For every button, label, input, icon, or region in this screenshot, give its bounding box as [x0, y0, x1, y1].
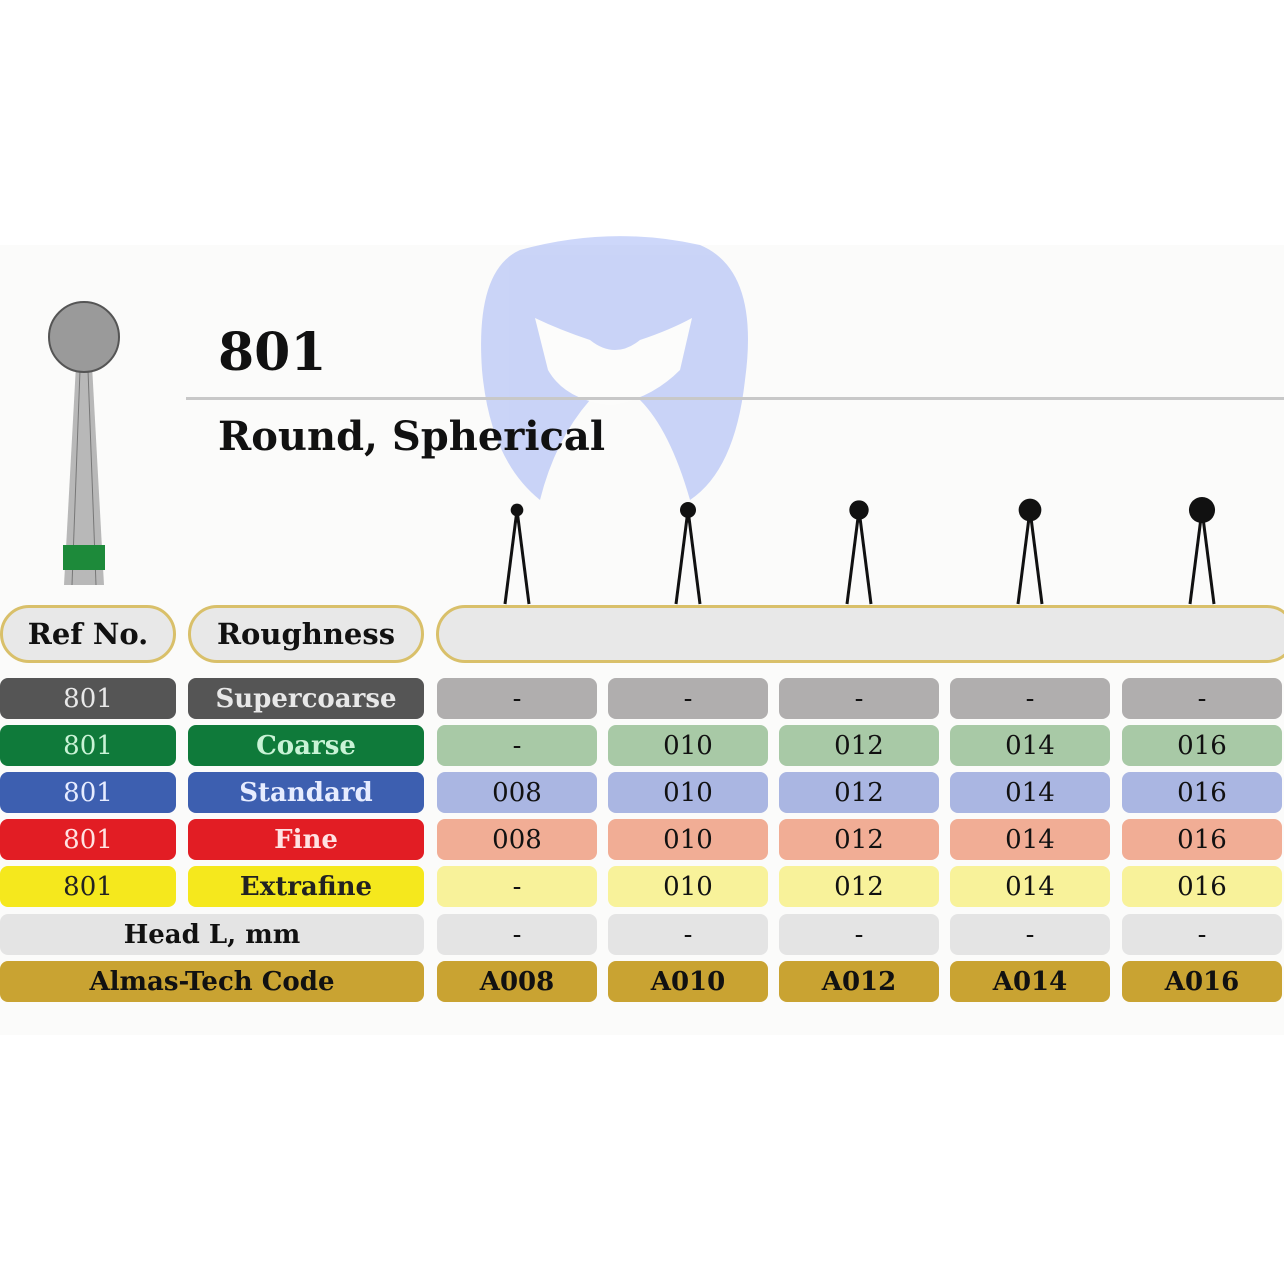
roughness-cell: Extrafine [188, 866, 424, 907]
head-length-cell: - [1122, 914, 1282, 955]
size-cell: 010 [608, 725, 768, 766]
tooth-watermark [481, 236, 748, 500]
ref-cell: 801 [0, 772, 176, 813]
header-roughness: Roughness [188, 605, 424, 663]
size-cell: 010 [608, 819, 768, 860]
product-ref-title: 801 [218, 322, 327, 383]
size-cell: - [779, 678, 939, 719]
header-ref-no: Ref No. [0, 605, 176, 663]
bur-size-diagram [674, 502, 702, 605]
head-length-cell: - [437, 914, 597, 955]
size-cell: - [608, 678, 768, 719]
code-cell: A010 [608, 961, 768, 1002]
code-cell: A012 [779, 961, 939, 1002]
ref-cell: 801 [0, 678, 176, 719]
header-sizes-bar [436, 605, 1284, 663]
size-cell: 012 [779, 725, 939, 766]
roughness-cell: Supercoarse [188, 678, 424, 719]
size-cell: - [437, 725, 597, 766]
head-length-cell: - [779, 914, 939, 955]
size-cell: - [1122, 678, 1282, 719]
size-cell: 012 [779, 819, 939, 860]
roughness-cell: Standard [188, 772, 424, 813]
bur-size-diagram [503, 503, 531, 605]
size-cell: 008 [437, 772, 597, 813]
size-cell: 016 [1122, 725, 1282, 766]
code-cell: A008 [437, 961, 597, 1002]
bur-size-diagram [1188, 496, 1216, 605]
size-cell: 014 [950, 725, 1110, 766]
size-cell: 008 [437, 819, 597, 860]
size-cell: - [950, 678, 1110, 719]
size-cell: 012 [779, 866, 939, 907]
bur-size-diagram [845, 500, 873, 605]
divider [186, 397, 1284, 400]
size-cell: 014 [950, 772, 1110, 813]
head-length-cell: - [608, 914, 768, 955]
size-cell: 016 [1122, 772, 1282, 813]
ref-cell: 801 [0, 819, 176, 860]
product-shape-subtitle: Round, Spherical [218, 413, 606, 460]
code-label: Almas-Tech Code [0, 961, 424, 1002]
bur-illustration [48, 301, 120, 586]
size-cell: 014 [950, 866, 1110, 907]
size-cell: 010 [608, 772, 768, 813]
code-cell: A014 [950, 961, 1110, 1002]
ref-cell: 801 [0, 725, 176, 766]
roughness-cell: Fine [188, 819, 424, 860]
size-cell: 016 [1122, 819, 1282, 860]
bur-size-diagram [1016, 498, 1044, 605]
head-length-label: Head L, mm [0, 914, 424, 955]
code-cell: A016 [1122, 961, 1282, 1002]
size-diagrams [503, 496, 1216, 605]
head-length-cell: - [950, 914, 1110, 955]
size-cell: - [437, 678, 597, 719]
size-cell: - [437, 866, 597, 907]
size-cell: 016 [1122, 866, 1282, 907]
roughness-cell: Coarse [188, 725, 424, 766]
size-cell: 012 [779, 772, 939, 813]
size-cell: 010 [608, 866, 768, 907]
size-cell: 014 [950, 819, 1110, 860]
ref-cell: 801 [0, 866, 176, 907]
